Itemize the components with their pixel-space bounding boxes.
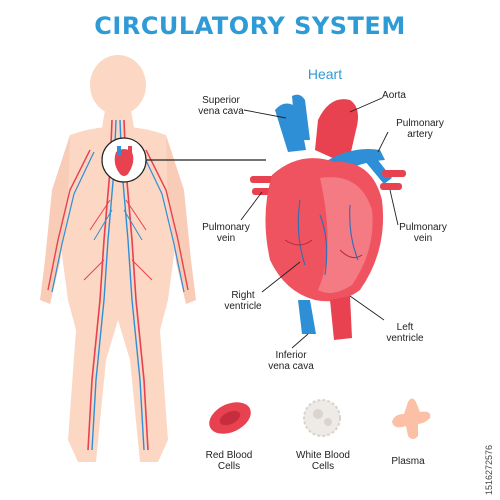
stock-id: 1516272576 <box>484 444 494 495</box>
heart-zoom-circle <box>101 137 266 183</box>
plasma-icon <box>392 398 431 439</box>
human-body <box>40 55 196 462</box>
page-title: CIRCULATORY SYSTEM <box>94 12 406 40</box>
label-plasma: Plasma <box>391 456 425 467</box>
heart-heading: Heart <box>307 66 343 82</box>
red-blood-cell-icon <box>209 402 251 434</box>
heart-diagram <box>250 94 406 340</box>
white-blood-cell-icon <box>303 399 341 437</box>
leader-lines <box>240 97 399 349</box>
label-aorta: Aorta <box>382 90 406 101</box>
